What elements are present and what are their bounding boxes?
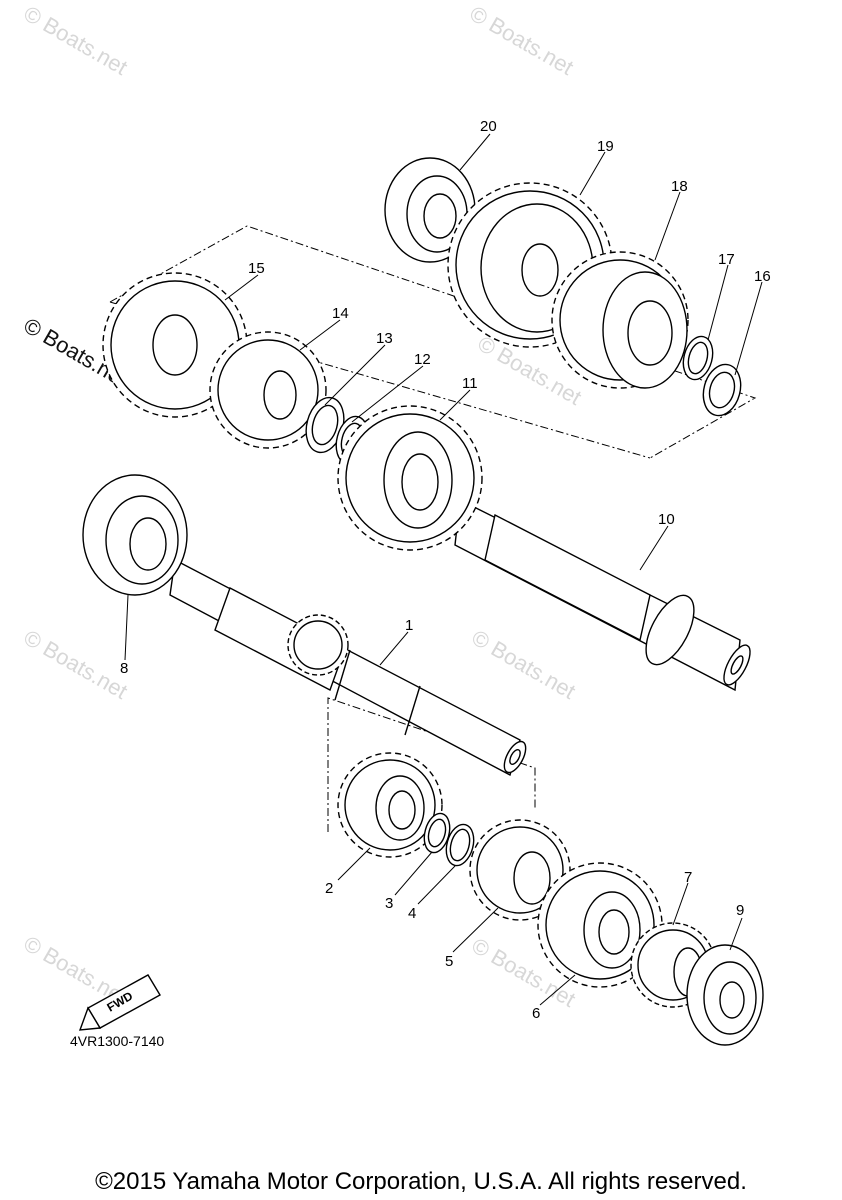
circlip-3 <box>423 812 451 854</box>
watermark-top-left: © Boats.net <box>20 1 132 80</box>
part-label-11: 11 <box>462 375 478 392</box>
part-label-14: 14 <box>332 305 349 322</box>
washer-4 <box>445 823 475 867</box>
part-label-16: 16 <box>754 268 771 285</box>
copyright-notice: ©2015 Yamaha Motor Corporation, U.S.A. A… <box>95 1168 747 1195</box>
watermark-mid-right-2: © Boats.net <box>468 625 580 704</box>
part-label-17: 17 <box>718 251 735 268</box>
fwd-arrow-icon: FWD <box>78 974 161 1031</box>
diagram-code: 4VR1300-7140 <box>70 1033 164 1049</box>
part-label-8: 8 <box>120 660 128 677</box>
gear-11 <box>337 405 483 551</box>
gear-6 <box>537 862 663 988</box>
part-label-15: 15 <box>248 260 265 277</box>
part-label-10: 10 <box>658 511 675 528</box>
part-labels: 20 19 18 17 16 15 14 13 12 11 10 8 1 2 3… <box>120 118 771 1022</box>
part-label-12: 12 <box>414 351 431 368</box>
part-label-18: 18 <box>671 178 688 195</box>
part-label-4: 4 <box>408 905 416 922</box>
assembly-outline-upper-edge <box>109 301 651 459</box>
bearing-9 <box>686 944 764 1046</box>
part-label-7: 7 <box>684 869 692 886</box>
gear-18 <box>551 251 689 389</box>
circlip-16 <box>702 363 742 417</box>
part-label-2: 2 <box>325 880 333 897</box>
assembly-outline-upper <box>109 225 757 459</box>
counter-shaft-10 <box>454 498 751 692</box>
part-label-19: 19 <box>597 138 614 155</box>
part-label-13: 13 <box>376 330 393 347</box>
gear-14 <box>209 331 327 449</box>
bearing-8 <box>82 474 188 596</box>
watermark-mid-left: © Boats.net <box>20 625 132 704</box>
leader-lines <box>124 133 763 1006</box>
part-label-5: 5 <box>445 953 453 970</box>
part-label-20: 20 <box>480 118 497 135</box>
bearing-20 <box>384 157 476 263</box>
main-shaft-1 <box>169 558 527 777</box>
part-label-9: 9 <box>736 902 744 919</box>
gear-2 <box>337 752 443 858</box>
washer-17 <box>682 335 714 381</box>
part-label-1: 1 <box>405 617 413 634</box>
watermark-top-right: © Boats.net <box>466 1 578 80</box>
washer-13 <box>305 396 345 454</box>
gear-1-drive <box>287 614 349 676</box>
part-label-3: 3 <box>385 895 393 912</box>
part-label-6: 6 <box>532 1005 540 1022</box>
